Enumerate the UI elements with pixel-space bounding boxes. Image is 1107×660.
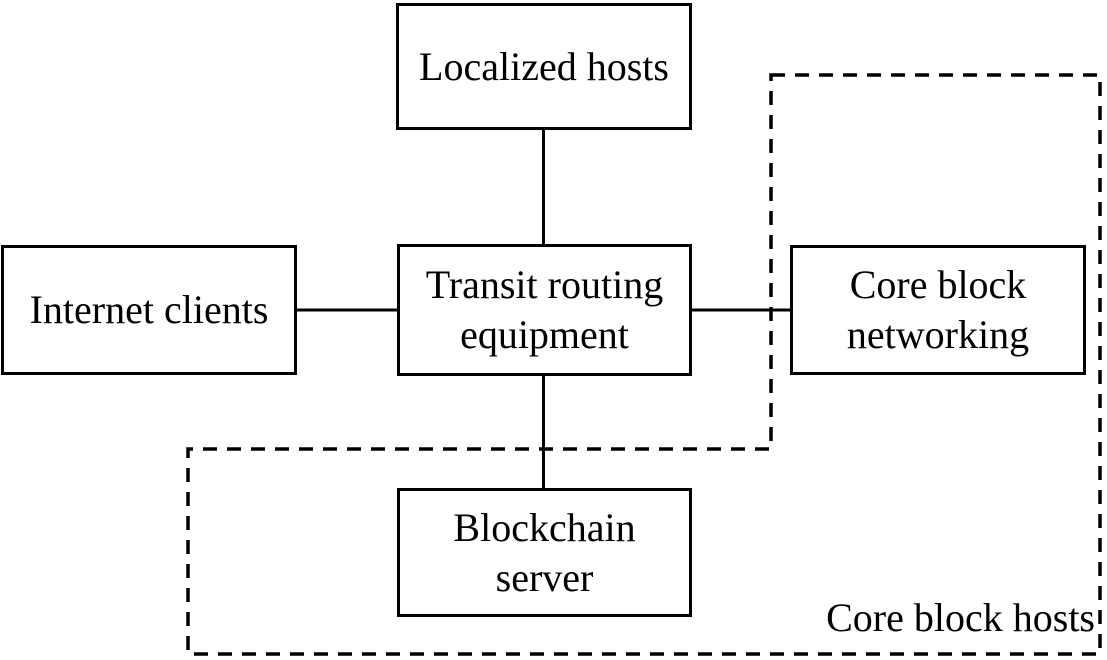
node-core-block-networking-label: Core block networking <box>846 262 1030 357</box>
node-internet-clients: Internet clients <box>1 245 297 375</box>
node-localized-hosts-label: Localized hosts <box>419 43 669 89</box>
node-transit-routing-equipment: Transit routing equipment <box>397 244 692 376</box>
node-blockchain-server-label: Blockchain server <box>453 504 636 600</box>
node-localized-hosts: Localized hosts <box>396 3 692 130</box>
node-transit-routing-equipment-label: Transit routing equipment <box>425 262 664 357</box>
node-blockchain-server: Blockchain server <box>397 488 692 617</box>
core-block-hosts-group-label: Core block hosts <box>826 595 1095 640</box>
node-core-block-networking: Core block networking <box>790 245 1086 375</box>
node-internet-clients-label: Internet clients <box>29 287 269 332</box>
